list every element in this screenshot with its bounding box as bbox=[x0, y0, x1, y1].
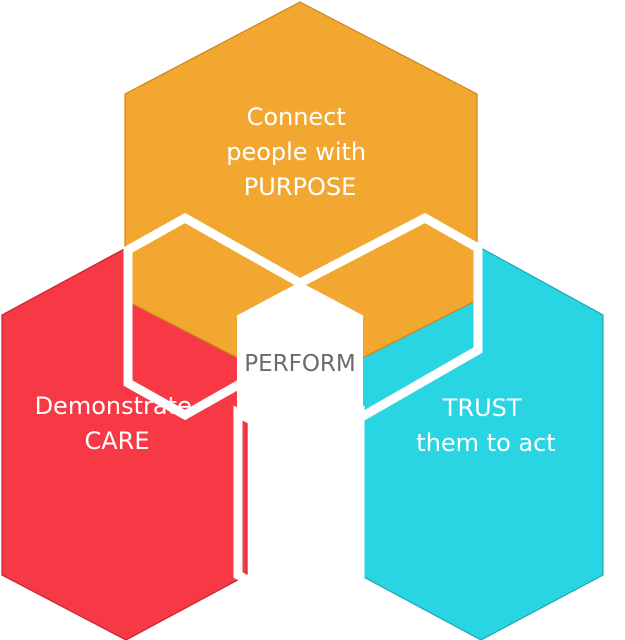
trust-line-2: them to act bbox=[416, 429, 555, 457]
care-line-2: CARE bbox=[84, 427, 149, 455]
purpose-line-1: Connect bbox=[247, 103, 346, 131]
hex-perform bbox=[237, 281, 363, 448]
care-line-1: Demonstrate bbox=[35, 392, 192, 420]
trust-line-1: TRUST bbox=[442, 394, 522, 422]
purpose-line-2: people with bbox=[226, 138, 366, 166]
label-purpose: Connect people with PURPOSE bbox=[226, 103, 374, 201]
purpose-line-3: PURPOSE bbox=[244, 173, 356, 201]
label-perform: PERFORM bbox=[244, 351, 356, 377]
label-care: Demonstrate CARE bbox=[35, 392, 200, 455]
label-trust: TRUST them to act bbox=[416, 394, 555, 457]
